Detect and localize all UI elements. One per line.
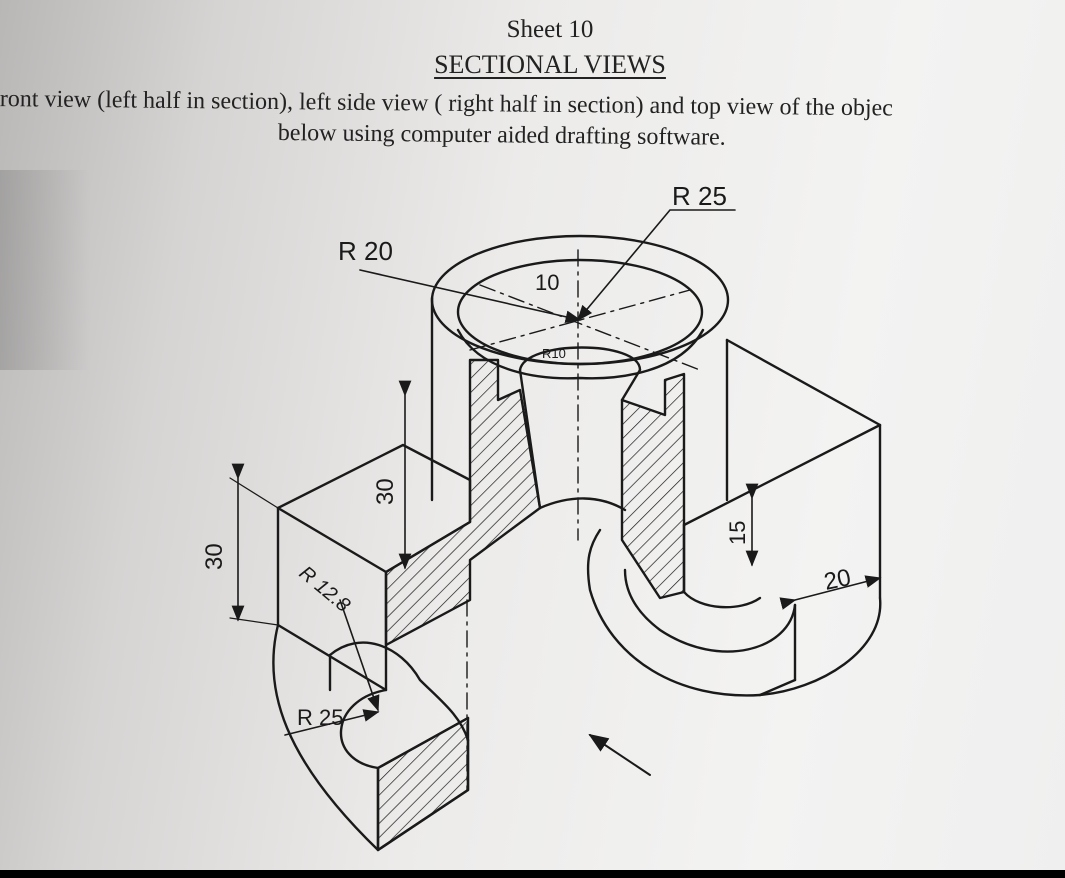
paper-shadow [0,170,90,370]
hatched-bottom-block [376,716,470,852]
dim-r25-bottom: R 25 [297,705,343,730]
dim-10: 10 [535,270,559,295]
dim-15: 15 [725,521,750,545]
dim-r10: R10 [542,346,566,361]
left-curved-arm [272,623,470,852]
right-block-top [682,338,882,527]
dim-r25-top: R 25 [672,181,727,211]
sheet-number: Sheet 10 [506,16,594,43]
page-title: SECTIONAL VIEWS [434,50,666,79]
cylinder-top-rim [430,234,730,366]
hatched-section-right [620,372,686,600]
dim-30-inner: 30 [372,478,399,505]
dim-20: 20 [822,564,854,596]
dim-r20: R 20 [338,236,393,266]
right-curved-arm [586,528,882,697]
bottom-border [0,870,1065,878]
dim-30-left: 30 [201,543,228,570]
dim-r12-8: R 12.8 [295,562,354,617]
hatched-section-left [384,358,542,647]
